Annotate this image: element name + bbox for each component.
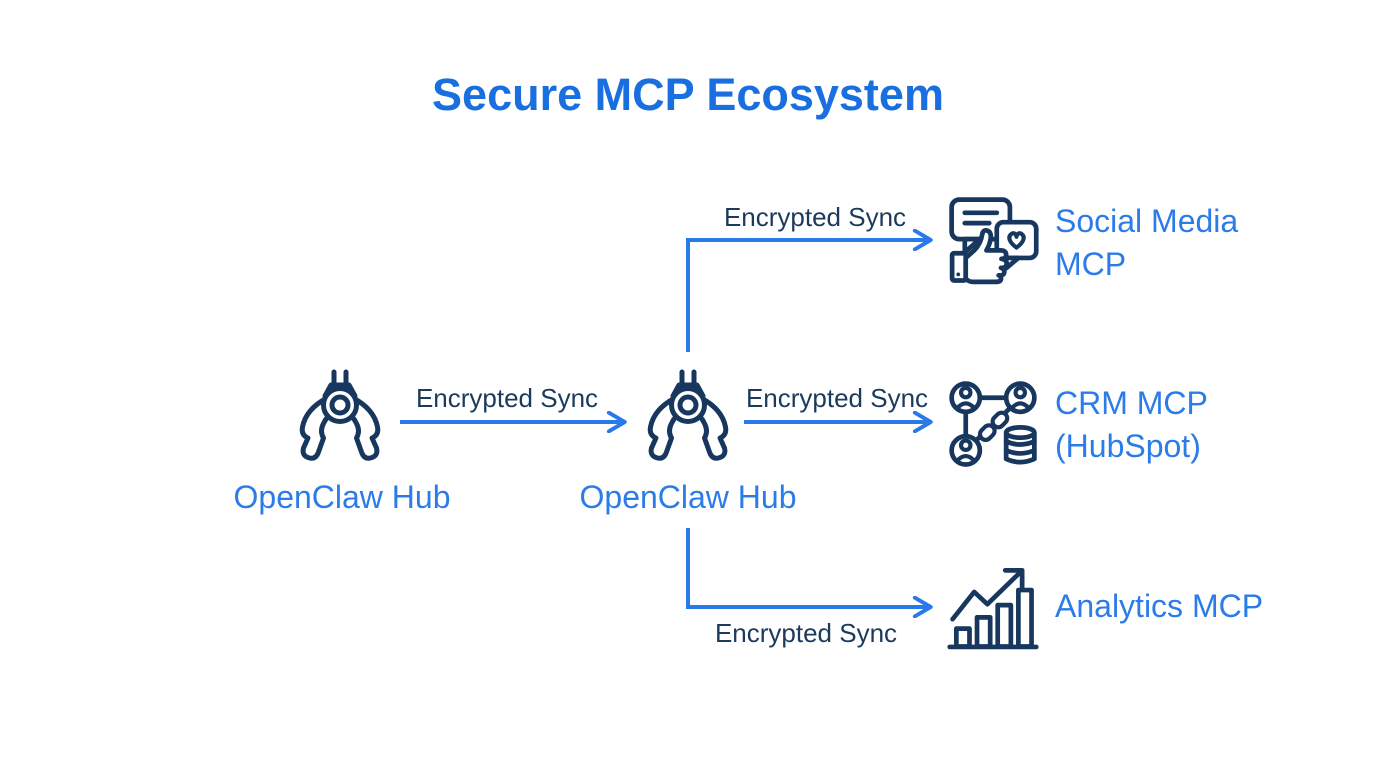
edge-label-hub-to-crm: Encrypted Sync — [745, 383, 929, 413]
edge-label-hub-to-analytics: Encrypted Sync — [714, 618, 898, 648]
node-label-hub-left: OpenClaw Hub — [233, 479, 451, 515]
edge-line-hub-to-social — [686, 240, 927, 352]
edge-label-hub-to-hub: Encrypted Sync — [415, 383, 599, 413]
node-label-line: CRM MCP — [1055, 385, 1208, 421]
node-label-social-media-mcp: Social Media MCP — [1055, 200, 1238, 286]
crm-network-database-icon — [946, 378, 1040, 472]
social-engagement-icon — [946, 194, 1040, 288]
claw-icon — [638, 368, 738, 468]
node-label-hub-center: OpenClaw Hub — [579, 479, 797, 515]
node-label-analytics-mcp: Analytics MCP — [1055, 585, 1263, 628]
node-label-line: MCP — [1055, 246, 1127, 282]
growth-chart-icon — [946, 560, 1040, 654]
node-label-line: (HubSpot) — [1055, 428, 1201, 464]
node-label-crm-mcp: CRM MCP (HubSpot) — [1055, 382, 1208, 468]
page-title: Secure MCP Ecosystem — [432, 69, 944, 120]
edge-line-hub-to-analytics — [686, 528, 927, 607]
edge-label-hub-to-social: Encrypted Sync — [723, 202, 907, 232]
node-label-line: Social Media — [1055, 203, 1239, 239]
claw-icon — [290, 368, 390, 468]
node-label-line: Analytics MCP — [1055, 588, 1264, 624]
